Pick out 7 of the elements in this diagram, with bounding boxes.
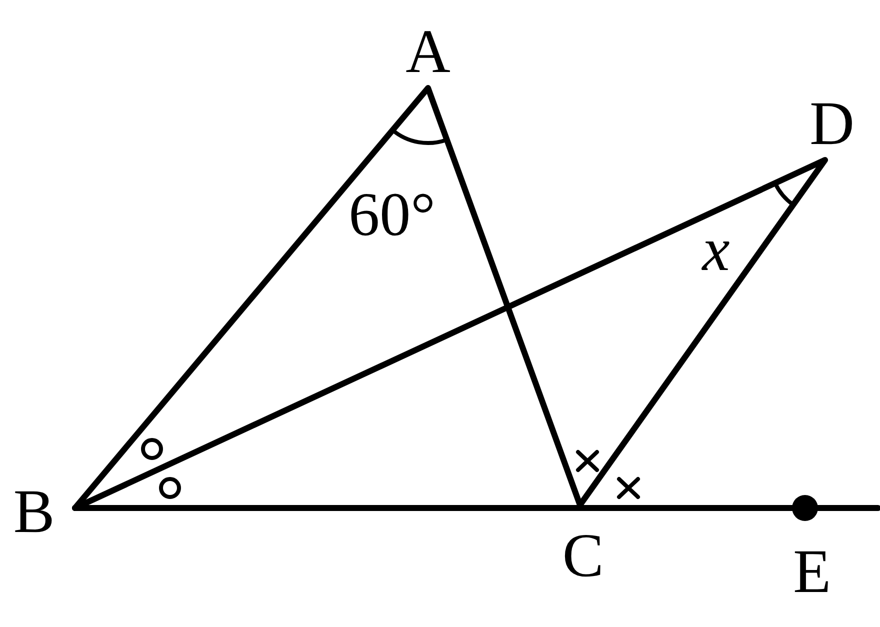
vertex-label: B	[13, 481, 55, 543]
vertex-label: A	[406, 21, 450, 83]
vertex-label: C	[562, 525, 604, 587]
angle-label: x	[702, 219, 730, 281]
angle-label: 60°	[348, 184, 436, 246]
vertex-label: D	[810, 93, 854, 155]
point-label: E	[793, 541, 831, 603]
